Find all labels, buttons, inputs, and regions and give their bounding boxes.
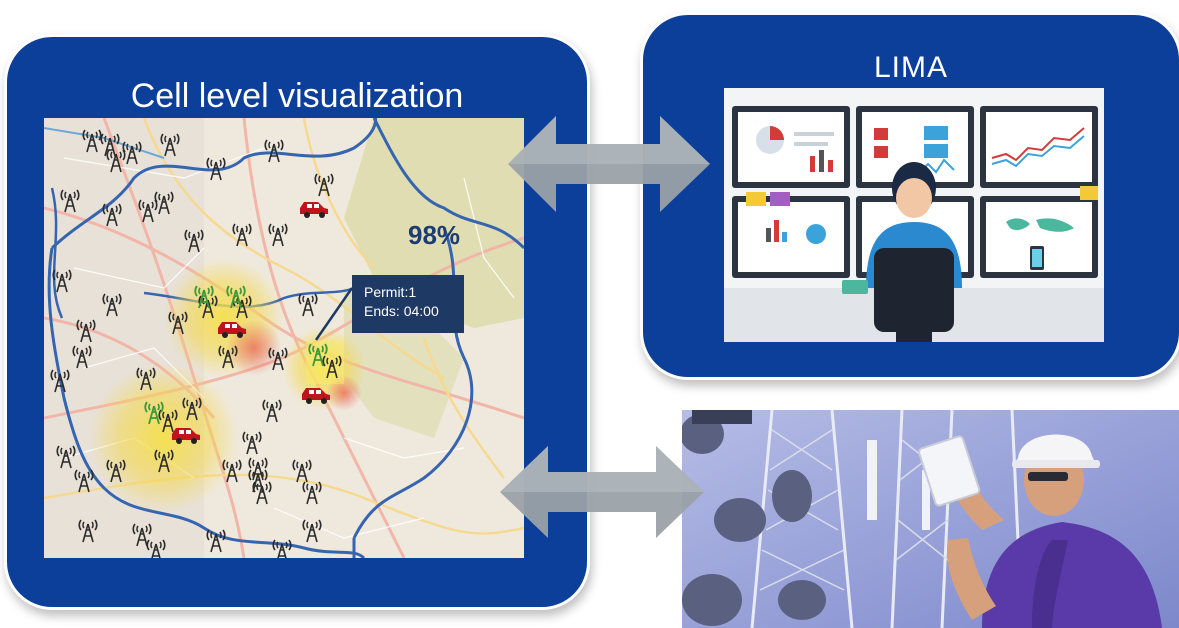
cell-tower-icon [194,285,214,309]
cell-tower-icon [122,141,142,165]
permit-count: Permit:1 [364,284,417,300]
cell-tower-icon [222,459,242,483]
cell-tower-icon [292,459,312,483]
cell-tower-icon [50,369,70,393]
control-room-illustration [724,88,1104,342]
cell-tower-icon [302,519,322,543]
cell-tower-icon [248,469,268,493]
monitor-icon [980,106,1098,188]
map-svg: 98% [44,118,524,558]
cell-tower-icon [160,133,180,157]
cell-tower-icon [168,311,188,335]
coverage-map[interactable]: 98% [44,118,524,558]
cell-tower-icon [262,399,282,423]
monitor-icon [980,186,1098,278]
sub-boundary [50,187,64,319]
cell-tower-icon [144,401,164,425]
cell-tower-icon [74,469,94,493]
cell-tower-icon [100,133,120,157]
cell-tower-icon [242,431,262,455]
cell-tower-icon [248,457,268,481]
panel-title: Cell level visualization [130,77,464,115]
cell-tower-icon [268,347,288,371]
cell-tower-icon [60,189,80,213]
cell-tower-icon [198,295,218,319]
lima-title: LIMA [873,51,949,84]
cell-tower-icon [106,149,126,173]
cell-tower-icon [52,269,72,293]
cell-tower-icon [102,203,122,227]
river [44,127,165,159]
engineer-with-tablet [682,410,1179,628]
cell-tower-icon [182,397,202,421]
cell-tower-icon [206,157,226,181]
cell-tower-icon [272,539,292,558]
cell-tower-icon [252,481,272,505]
cell-tower-icon [102,293,122,317]
heat-spot [89,363,239,513]
permit-end-time: Ends: 04:00 [364,303,439,319]
cell-tower-icon [298,293,318,317]
cell-towers [50,129,342,558]
cell-tower-icon [184,229,204,253]
cell-tower-icon [56,445,76,469]
cell-tower-icon [218,345,238,369]
area-boundary [47,118,524,558]
cell-tower-icon [76,319,96,343]
field-engineer-photo [682,410,1179,628]
engineer [918,434,1162,628]
cell-tower-icon [308,343,328,367]
cell-tower-icon [302,481,322,505]
cell-tower-icon [78,519,98,543]
operator-figure [842,162,962,342]
cell-tower-icon [154,191,174,215]
cell-tower-icon [106,459,126,483]
cell-tower-icon [154,449,174,473]
lima-control-room-image [724,88,1104,342]
double-arrow-to-lima[interactable] [508,116,710,212]
cell-tower-icon [146,539,166,558]
cell-tower-icon [226,285,246,309]
car-icon [300,202,328,218]
car-icon [172,428,200,444]
double-arrow-to-field[interactable] [500,446,704,538]
cell-tower-icon [206,529,226,553]
monitor-icon [856,106,974,188]
car-icon [302,388,330,404]
monitor-icon [732,192,850,278]
cell-tower-icon [82,129,102,153]
cell-tower-icon [72,345,92,369]
cell-tower-icon [268,223,288,247]
permit-connector [314,287,354,341]
cars [172,202,330,444]
cell-tower-icon [232,223,252,247]
cell-tower-icon [132,523,152,547]
permit-info-box[interactable]: Permit:1 Ends: 04:00 [352,275,464,333]
cell-tower-icon [158,409,178,433]
coverage-percent: 98% [408,220,460,250]
cell-tower-icon [136,367,156,391]
monitor-icon [732,106,850,188]
cell-tower-icon [322,355,342,379]
cell-tower-icon [314,173,334,197]
antennas [682,410,930,626]
car-icon [218,322,246,338]
cell-tower-icon [264,139,284,163]
tablet-icon [918,435,981,507]
